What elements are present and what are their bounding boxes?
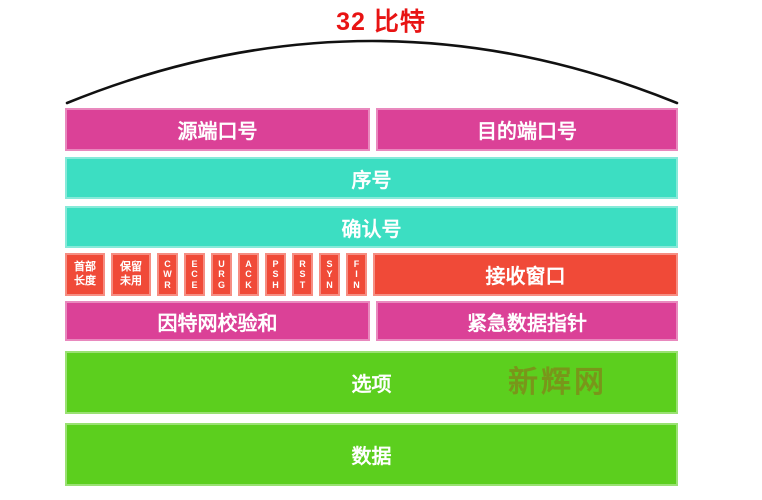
field-options: 选项: [65, 351, 678, 414]
row-data: 数据: [65, 423, 678, 486]
field-ack-number: 确认号: [65, 206, 678, 248]
flag-psh: P S H: [265, 253, 286, 296]
field-reserved: 保留 未用: [111, 253, 151, 296]
field-source-port: 源端口号: [65, 108, 370, 151]
flag-cwr: C W R: [157, 253, 178, 296]
field-sequence-number: 序号: [65, 157, 678, 199]
field-receive-window: 接收窗口: [373, 253, 678, 296]
flag-rst: R S T: [292, 253, 313, 296]
diagram-title: 32 比特: [336, 8, 426, 36]
row-sequence-number: 序号: [65, 157, 678, 199]
field-header-length: 首部 长度: [65, 253, 105, 296]
row-options: 选项: [65, 351, 678, 414]
field-data: 数据: [65, 423, 678, 486]
field-urgent-pointer: 紧急数据指针: [376, 301, 678, 341]
flag-urg: U R G: [211, 253, 232, 296]
flag-ack: A C K: [238, 253, 259, 296]
site-watermark: 新辉网: [508, 366, 607, 399]
flag-syn: S Y N: [319, 253, 340, 296]
flag-ece: E C E: [184, 253, 205, 296]
row-flags: 首部 长度 保留 未用 C W R E C E U R G A C K P S …: [65, 253, 678, 296]
row-ports: 源端口号 目的端口号: [65, 108, 678, 151]
row-checksum: 因特网校验和 紧急数据指针: [65, 301, 678, 341]
field-internet-checksum: 因特网校验和: [65, 301, 370, 341]
flag-fin: F I N: [346, 253, 367, 296]
row-ack-number: 确认号: [65, 206, 678, 248]
width-brace-arc: [65, 39, 679, 105]
field-destination-port: 目的端口号: [376, 108, 678, 151]
